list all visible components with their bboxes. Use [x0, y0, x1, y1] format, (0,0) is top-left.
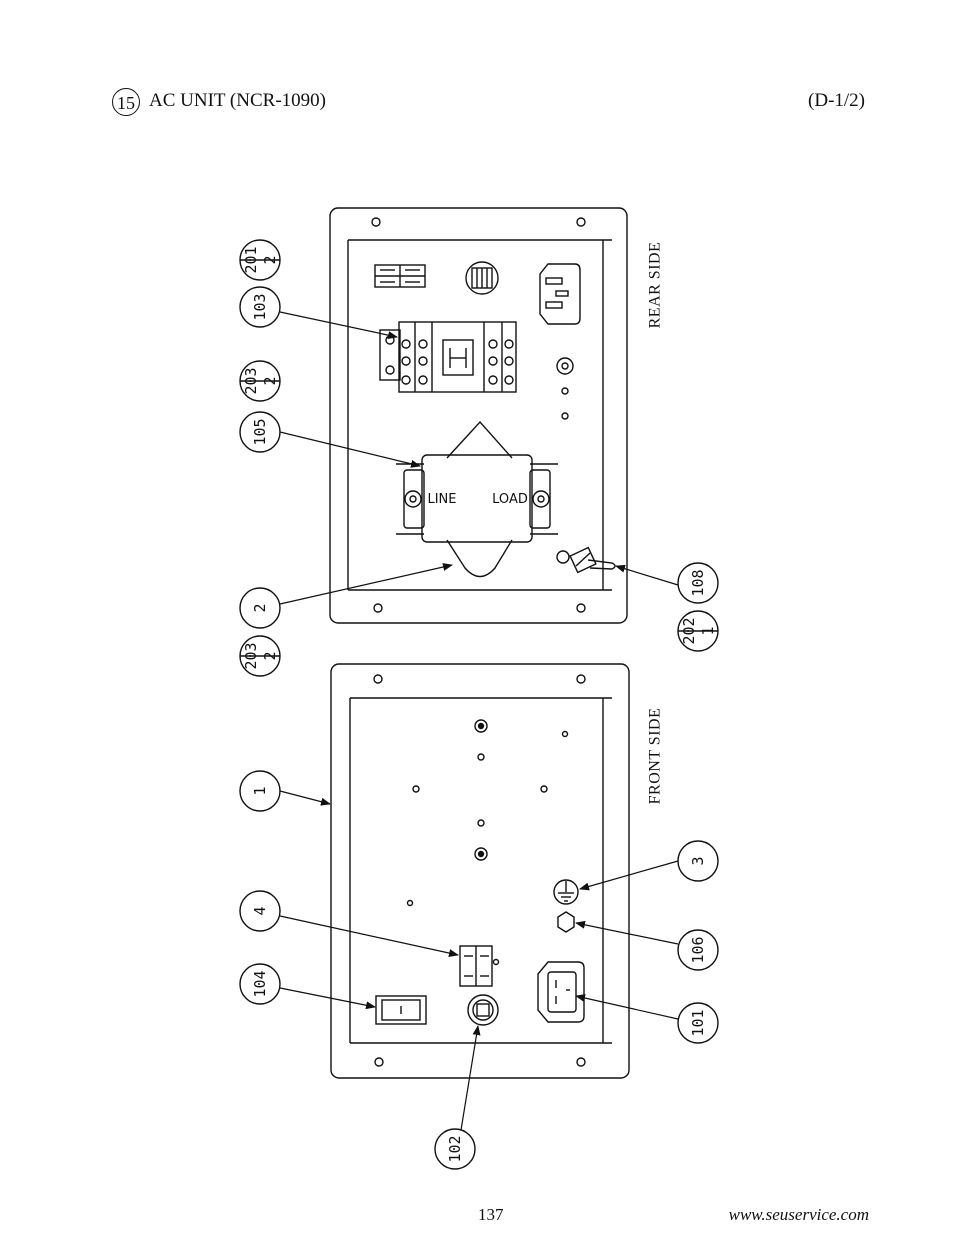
callout-203b-top: 203 — [242, 642, 260, 669]
callout-201-top: 201 — [242, 246, 260, 273]
callout-2: 2 — [251, 603, 269, 612]
callout-201-bottom: 2 — [261, 255, 279, 264]
front-screw — [474, 847, 488, 861]
callout-101: 101 — [689, 1009, 707, 1036]
fuse-holder-4 — [459, 945, 493, 987]
section-number-badge: 15 — [112, 88, 140, 116]
ground-symbol-3 — [553, 879, 579, 905]
filter-load-label: LOAD — [492, 492, 528, 507]
leader-lines — [279, 311, 679, 1131]
callout-108: 108 — [689, 569, 707, 596]
ac-inlet-101 — [537, 961, 585, 1023]
callout-202-top: 202 — [680, 617, 698, 644]
callout-104: 104 — [251, 970, 269, 997]
rear-panel — [329, 207, 628, 624]
filter-line-label: LINE — [427, 492, 456, 507]
callout-102: 102 — [446, 1135, 464, 1162]
rear-small-hole — [561, 412, 569, 420]
callout-3: 3 — [689, 856, 707, 865]
callout-203-top: 203 — [242, 367, 260, 394]
callout-105: 105 — [251, 418, 269, 445]
callout-4: 4 — [251, 906, 269, 915]
callout-1: 1 — [251, 786, 269, 795]
page-code: (D-1/2) — [808, 90, 865, 111]
contactor-103 — [379, 321, 517, 393]
rear-side-label: REAR SIDE — [647, 242, 664, 329]
rear-round-connector — [465, 261, 499, 295]
page-title: AC UNIT (NCR-1090) — [149, 90, 326, 111]
callout-103: 103 — [251, 293, 269, 320]
front-side-label: FRONT SIDE — [647, 708, 664, 805]
rear-fuse-block — [374, 264, 426, 288]
website-url: www.seuservice.com — [728, 1205, 869, 1224]
callout-106: 106 — [689, 936, 707, 963]
rear-small-hole — [561, 387, 569, 395]
callout-203b-bottom: 2 — [261, 651, 279, 660]
front-screw — [474, 719, 488, 733]
power-switch-104 — [375, 995, 427, 1025]
page-number: 137 — [478, 1205, 504, 1224]
rear-ac-outlet — [539, 263, 581, 325]
ground-terminal-108 — [556, 546, 616, 574]
rear-screw-hole — [556, 357, 574, 375]
callout-203-bottom: 2 — [261, 376, 279, 385]
callout-bubbles — [239, 239, 719, 1170]
front-panel — [330, 663, 630, 1079]
line-filter-105 — [396, 420, 558, 578]
connector-102 — [467, 994, 499, 1026]
hex-nut-106 — [557, 911, 575, 933]
callout-202-bottom: 1 — [699, 626, 717, 635]
